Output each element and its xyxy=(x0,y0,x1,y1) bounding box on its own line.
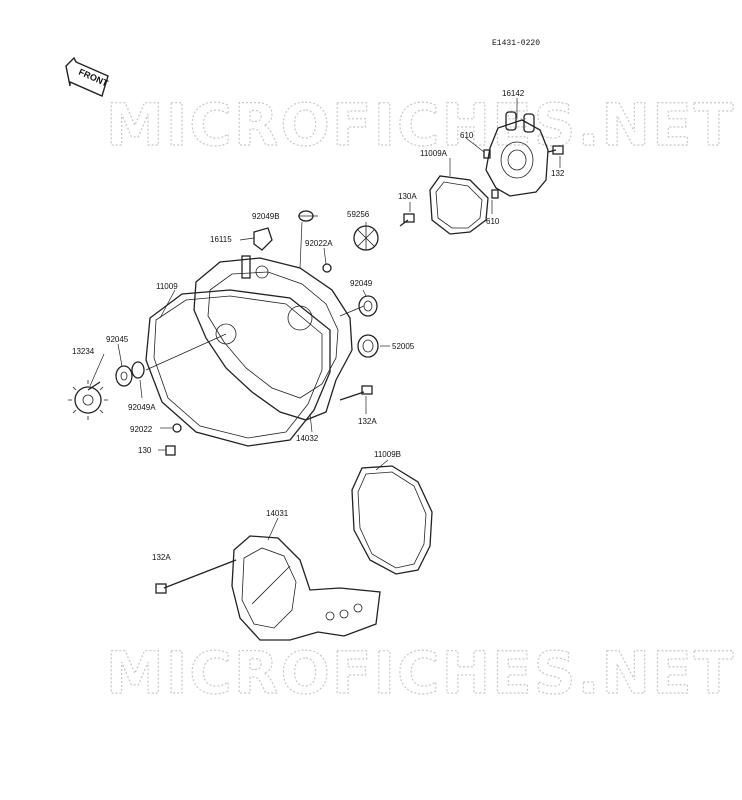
label-59256: 59256 xyxy=(347,210,370,219)
bolt-132 xyxy=(547,145,564,155)
clutch-cover-14032 xyxy=(193,255,353,421)
label-52005: 52005 xyxy=(392,342,415,351)
outer-cover-14031 xyxy=(231,535,381,641)
label-130: 130 xyxy=(138,446,152,455)
bolt-132a-top xyxy=(339,385,373,401)
part-labels: 16142 610 11009A 132 610 130A 92049B 592… xyxy=(72,89,565,562)
diagram-code: E1431-0220 xyxy=(492,39,540,48)
bearing-92045 xyxy=(115,365,133,387)
bolt-130 xyxy=(165,445,176,456)
watermark-bottom: MICROFICHES.NET xyxy=(106,639,735,707)
label-132: 132 xyxy=(551,169,565,178)
front-arrow-icon: FRONT xyxy=(65,56,110,97)
label-92022: 92022 xyxy=(130,425,153,434)
label-132a-top: 132A xyxy=(358,417,377,426)
label-14031: 14031 xyxy=(266,509,289,518)
gasket-11009a xyxy=(429,175,489,235)
gasket-11009 xyxy=(145,289,331,447)
label-14032: 14032 xyxy=(296,434,319,443)
washer-92022a xyxy=(322,263,332,273)
bolt-130a xyxy=(399,213,415,227)
label-610-b: 610 xyxy=(486,217,500,226)
label-13234: 13234 xyxy=(72,347,95,356)
watermark-top: MICROFICHES.NET xyxy=(106,91,735,159)
seal-52005 xyxy=(357,334,379,358)
label-11009a: 11009A xyxy=(420,149,448,158)
label-16115: 16115 xyxy=(210,235,232,244)
label-92045: 92045 xyxy=(106,335,129,344)
label-610-a: 610 xyxy=(460,131,474,140)
label-132a-bottom: 132A xyxy=(152,553,171,562)
bolt-132a-bottom xyxy=(155,559,237,594)
label-130a: 130A xyxy=(398,192,417,201)
dowel-pin-610-a xyxy=(483,149,491,159)
seal-92049 xyxy=(358,295,378,317)
label-11009b: 11009B xyxy=(374,450,401,459)
water-pump-cover xyxy=(485,111,549,197)
cap-16115 xyxy=(253,227,273,251)
seal-92049a xyxy=(131,361,145,379)
gasket-11009b xyxy=(351,465,433,575)
label-92022a: 92022A xyxy=(305,239,333,248)
label-16142: 16142 xyxy=(502,89,525,98)
label-92049b: 92049B xyxy=(252,212,280,221)
leader-lines xyxy=(89,98,561,541)
label-11009: 11009 xyxy=(156,282,178,291)
label-92049: 92049 xyxy=(350,279,373,288)
gear-13234 xyxy=(68,380,108,420)
impeller-59256 xyxy=(353,225,379,251)
washer-92022 xyxy=(172,423,182,433)
dowel-pin-610-b xyxy=(491,189,499,199)
label-92049a: 92049A xyxy=(128,403,156,412)
